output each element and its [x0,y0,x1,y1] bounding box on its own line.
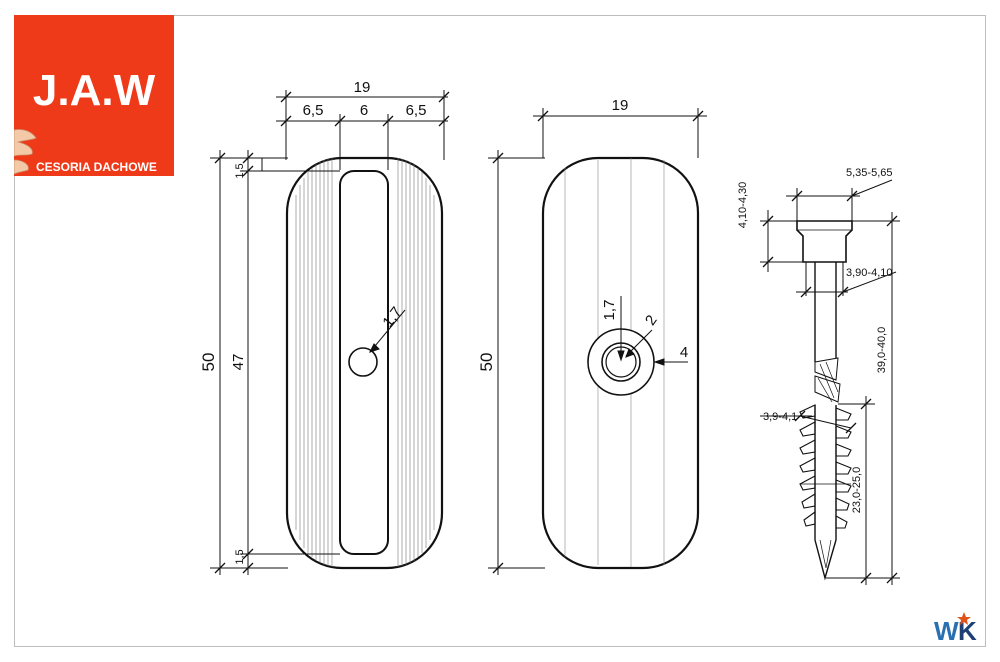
view1-seg-mid-label: 6 [360,102,368,119]
view2-ring-dia-label: 2 [642,312,661,329]
view2-outer-dia-label: 4 [680,344,688,361]
screw-thread-length-label: 23,0-25,0 [851,467,863,513]
screw-dimensions [760,179,900,585]
view1-dimensions [210,90,450,575]
view1-height-label: 50 [199,353,218,372]
view2-inner-dia-label: 1,7 [601,300,618,321]
hand-icon [14,129,37,175]
svg-text:W: W [934,616,959,646]
view2-part [541,156,700,570]
drawing-frame [14,15,986,647]
view1-labels: 19 6,5 6 6,5 50 47 1,5 1,5 1,7 [199,79,426,565]
brand-logo: J.A.W CESORIA DACHOWE [14,15,174,176]
view1-seg-right-label: 6,5 [406,102,427,119]
wk-logo-icon: W K [934,612,977,646]
screw-total-length-label: 39,0-40,0 [876,327,888,373]
screw-threads [799,404,852,529]
screw-shank-dia-label: 3,90-4,10 [846,267,892,279]
view1-bottom-margin-label: 1,5 [234,549,246,564]
view2-dimensions [488,108,707,575]
screw-labels: 5,35-5,65 4,10-4,30 3,90-4,10 39,0-40,0 … [737,167,892,513]
view1-top-margin-label: 1,5 [234,163,246,178]
svg-text:K: K [958,616,977,646]
view2-labels: 19 50 1,7 2 4 [477,97,688,371]
view1-slot-length-label: 47 [230,354,247,371]
view1-seg-left-label: 6,5 [303,102,324,119]
screw-head-width-label: 5,35-5,65 [846,167,892,179]
brand-tagline: CESORIA DACHOWE [36,160,157,174]
view1-part [285,156,444,570]
brand-name: J.A.W [32,66,156,115]
view2-width-label: 19 [612,97,629,114]
screw [796,220,853,581]
view1-width-label: 19 [354,79,371,96]
view1-grain [295,158,435,567]
screw-thread-dia-label: 3,9-4,1 [763,411,797,423]
view2-height-label: 50 [477,353,496,372]
screw-head-height-label: 4,10-4,30 [737,182,749,228]
